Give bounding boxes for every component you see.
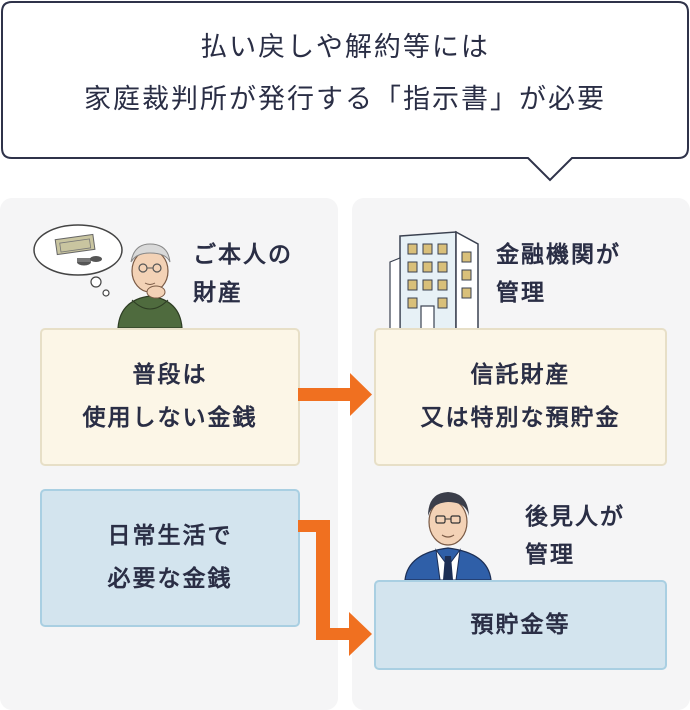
- owner-assets-label: ご本人の 財産: [193, 236, 293, 312]
- daily-money-box: 日常生活で 必要な金銭: [40, 489, 300, 627]
- bank-managed-label: 金融機関が 管理: [496, 236, 621, 312]
- speech-bubble-outline: [1, 1, 689, 182]
- bank-managed-label-line1: 金融機関が: [496, 242, 621, 268]
- guardian-managed-label: 後見人が 管理: [525, 498, 625, 574]
- owner-assets-label-line2: 財産: [193, 280, 243, 306]
- bank-managed-label-line2: 管理: [496, 280, 546, 306]
- idle-money-line2: 使用しない金銭: [82, 405, 258, 431]
- guardian-managed-label-line2: 管理: [525, 542, 575, 568]
- guardian-managed-label-line1: 後見人が: [525, 504, 625, 530]
- trust-assets-line2: 又は特別な預貯金: [420, 405, 621, 431]
- daily-money-line1: 日常生活で: [107, 523, 233, 549]
- trust-assets-box: 信託財産 又は特別な預貯金: [374, 328, 667, 466]
- speech-bubble-line2: 家庭裁判所が発行する「指示書」が必要: [84, 84, 606, 115]
- trust-assets-line1: 信託財産: [470, 362, 571, 388]
- idle-money-box: 普段は 使用しない金銭: [40, 328, 300, 466]
- speech-bubble-text: 払い戻しや解約等には 家庭裁判所が発行する「指示書」が必要: [10, 22, 680, 126]
- speech-bubble-line1: 払い戻しや解約等には: [200, 32, 490, 63]
- deposits-text: 預貯金等: [470, 611, 571, 638]
- speech-bubble: 払い戻しや解約等には 家庭裁判所が発行する「指示書」が必要: [0, 0, 690, 190]
- idle-money-line1: 普段は: [132, 362, 208, 388]
- owner-assets-label-line1: ご本人の: [193, 242, 293, 268]
- deposits-box: 預貯金等: [374, 580, 667, 670]
- daily-money-line2: 必要な金銭: [107, 566, 233, 592]
